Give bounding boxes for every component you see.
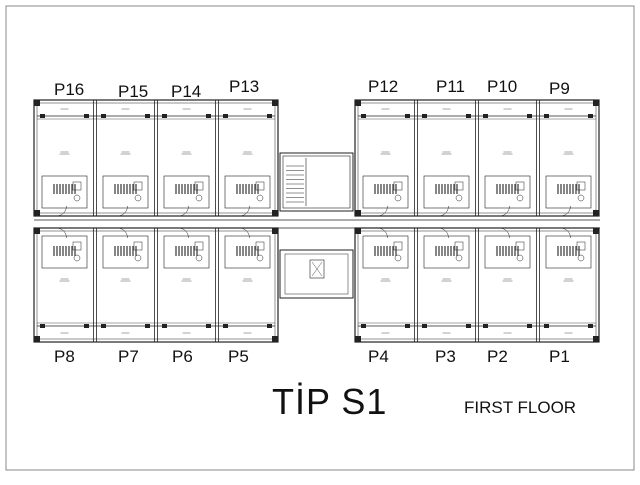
unit-label-p1: P1 xyxy=(549,347,570,366)
unit-label-p9: P9 xyxy=(549,79,570,98)
unit-label-p16: P16 xyxy=(54,80,85,99)
unit-label-p15: P15 xyxy=(118,82,149,101)
block-bot-right xyxy=(354,227,600,343)
unit-label-p11: P11 xyxy=(436,77,465,96)
stair-core xyxy=(279,152,354,212)
unit-label-p7: P7 xyxy=(118,347,139,366)
unit-label-p14: P14 xyxy=(171,82,202,101)
unit-label-p12: P12 xyxy=(368,77,399,96)
unit-label-p13: P13 xyxy=(229,77,260,96)
unit-label-p6: P6 xyxy=(172,347,193,366)
unit-label-p2: P2 xyxy=(487,347,508,366)
lift-core xyxy=(279,249,354,299)
unit-label-p5: P5 xyxy=(228,347,249,366)
unit-label-p4: P4 xyxy=(368,347,389,366)
block-top-right xyxy=(354,99,600,217)
unit-label-p10: P10 xyxy=(487,77,518,96)
plan-title: TİP S1 xyxy=(272,381,388,422)
unit-label-p8: P8 xyxy=(54,347,75,366)
block-bot-left xyxy=(33,227,279,343)
corridor xyxy=(34,219,600,229)
sheet-border xyxy=(5,5,635,471)
block-top-left xyxy=(33,99,279,217)
unit-label-p3: P3 xyxy=(435,347,456,366)
floor-subtitle: FIRST FLOOR xyxy=(464,398,577,417)
